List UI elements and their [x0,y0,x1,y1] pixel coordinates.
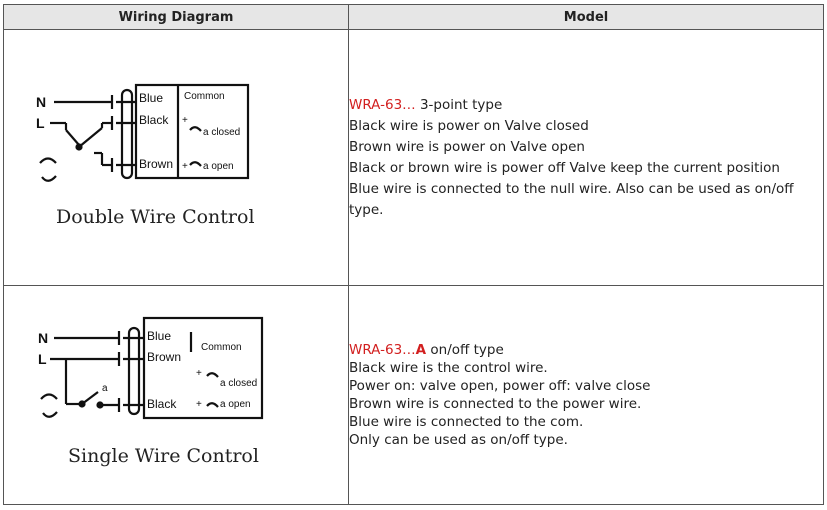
terminal-l-label: L [36,115,45,131]
model-description-line: Only can be used as on/off type. [349,432,568,448]
model-type: on/off type [426,342,504,358]
model-code-suffix: A [415,342,427,358]
model-description-line: Brown wire is connected to the power wir… [349,396,642,412]
model-description-line: Black wire is the control wire. [349,360,548,376]
wire-black-label: Black [139,113,169,127]
model-title: WRA-63… 3-point type [349,95,823,116]
model-title: WRA-63…A on/off type [349,341,823,359]
single-wire-diagram: N L a Blue Brown Black Common + a closed… [38,316,264,467]
model-description-line: Power on: valve open, power off: valve c… [349,378,651,394]
model-description-line: Black or brown wire is power off Valve k… [349,159,780,176]
terminal-n-label: N [36,94,46,110]
table-row: N L a Blue Brown Black Common + a closed… [3,285,824,505]
model-cell-3-point: WRA-63… 3-point type Black wire is power… [348,29,824,286]
switch-a-label: a [102,383,108,394]
closed-label: a closed [203,127,240,138]
model-type: 3-point type [415,96,503,113]
wiring-spec-table: Wiring Diagram Model [3,4,824,505]
model-code: WRA-63… [349,96,416,113]
model-cell-on-off: WRA-63…A on/off type Black wire is the c… [348,285,824,505]
single-wire-diagram-cell: N L a Blue Brown Black Common + a closed… [3,285,349,505]
model-description-line: Blue wire is connected to the null wire.… [349,180,794,218]
double-wire-diagram-cell: N L Blue Black Brown Common + a closed +… [3,29,349,286]
plus-open: + [196,399,202,410]
open-label: a open [203,161,234,172]
wire-blue-label: Blue [139,91,163,105]
diagram-caption: Single Wire Control [68,445,259,467]
model-description-line: Brown wire is power on Valve open [349,138,585,155]
open-label: a open [220,399,251,410]
plus-closed: + [196,368,202,379]
header-wiring-diagram: Wiring Diagram [3,4,349,30]
diagram-caption: Double Wire Control [56,206,255,228]
model-description-line: Black wire is power on Valve closed [349,117,589,134]
common-label: Common [201,342,242,353]
wire-black-label: Black [147,397,177,411]
terminal-n-label: N [38,330,48,346]
plus-open: + [182,161,188,172]
wire-brown-label: Brown [147,350,181,364]
wire-brown-label: Brown [139,157,173,171]
closed-label: a closed [220,378,257,389]
wire-blue-label: Blue [147,329,171,343]
double-wire-diagram: N L Blue Black Brown Common + a closed +… [36,83,255,228]
table-header-row: Wiring Diagram Model [3,4,824,30]
model-code: WRA-63… [349,342,416,358]
common-label: Common [184,91,225,102]
plus-closed: + [182,115,188,126]
terminal-l-label: L [38,351,47,367]
model-description-line: Blue wire is connected to the com. [349,414,584,430]
header-model: Model [348,4,824,30]
table-row: N L Blue Black Brown Common + a closed +… [3,29,824,286]
